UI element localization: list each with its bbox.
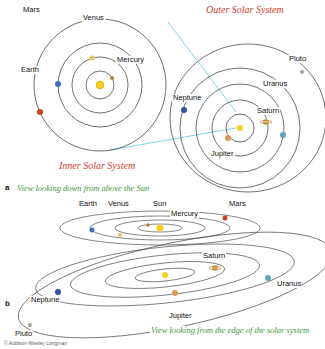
- planet-name: Venus: [107, 200, 130, 208]
- planet-name: Jupiter: [168, 312, 193, 320]
- copyright-note: © Addison-Wesley Longman: [3, 341, 68, 347]
- panel-caption: View looking from the edge of the solar …: [150, 326, 310, 335]
- planet-name: Mercury: [116, 56, 145, 64]
- planet-name: Mercury: [170, 210, 199, 218]
- planet-name: Neptune: [172, 94, 202, 102]
- planet-name: Neptune: [30, 296, 60, 304]
- planet-name: Earth: [78, 200, 98, 208]
- planet-name: Pluto: [288, 55, 307, 63]
- planet-name: Sun: [152, 200, 167, 208]
- panel-letter: a: [4, 184, 10, 193]
- planet-name: Jupiter: [210, 150, 235, 158]
- planet-name: Saturn: [256, 107, 280, 115]
- region-title: Inner Solar System: [58, 160, 136, 171]
- planet-name: Earth: [20, 66, 40, 74]
- panel-letter: b: [4, 300, 11, 309]
- planet-name: Saturn: [202, 252, 226, 260]
- planet-name: Pluto: [14, 330, 33, 338]
- panel-caption: View looking down from above the Sun: [16, 184, 150, 193]
- planet-name: Mars: [22, 6, 41, 14]
- planet-name: Mars: [228, 200, 247, 208]
- region-title: Outer Solar System: [205, 4, 285, 15]
- planet-name: Uranus: [276, 280, 302, 288]
- planet-name: Venus: [82, 14, 105, 22]
- planet-name: Uranus: [262, 80, 288, 88]
